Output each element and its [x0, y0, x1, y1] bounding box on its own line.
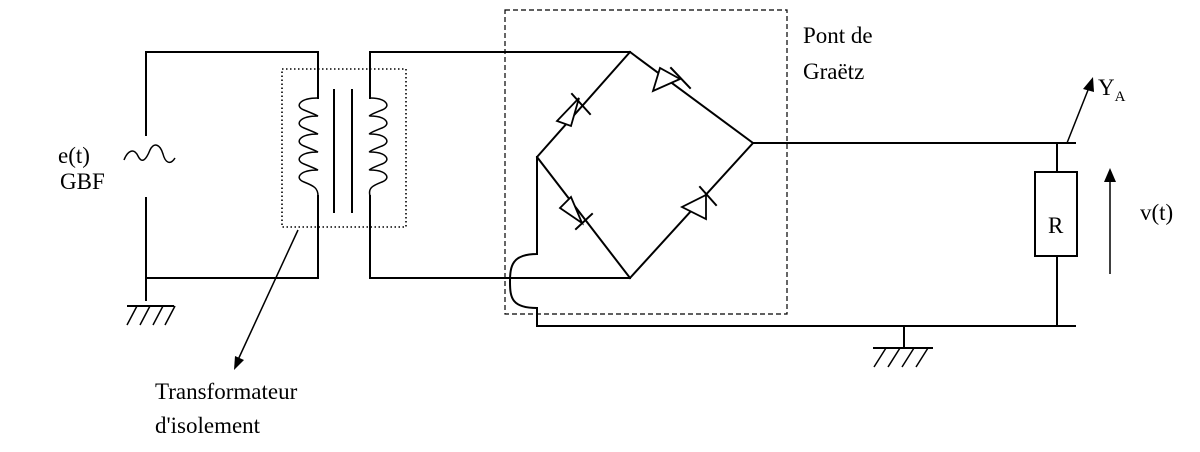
resistor-label: R — [1048, 213, 1064, 238]
primary-circuit — [123, 51, 319, 301]
transformer-dotted-box — [281, 68, 407, 228]
secondary-circuit — [369, 50, 1076, 327]
probe-label: YA — [1098, 75, 1125, 105]
primary-coil — [298, 97, 319, 197]
bridge-label-line2: Graëtz — [803, 59, 865, 84]
probe-label-main: Y — [1098, 75, 1115, 100]
diode-bottom-left — [558, 195, 594, 231]
ac-source-icon — [123, 144, 176, 164]
voltage-arrow-icon — [1104, 168, 1116, 274]
voltage-label: v(t) — [1140, 200, 1174, 225]
generator-label: GBF — [60, 169, 105, 194]
transformer-label-line2: d'isolement — [155, 413, 261, 438]
source-label: e(t) — [58, 143, 90, 168]
transformer-label-line1: Transformateur — [155, 379, 298, 404]
secondary-coil — [368, 97, 388, 197]
transformer-icon — [281, 68, 407, 228]
transformer-label-arrow — [234, 229, 299, 370]
bridge-dashed-box — [504, 9, 788, 315]
bridge-label-line1: Pont de — [803, 23, 873, 48]
diode-top-left — [555, 92, 592, 128]
resistor-icon — [1034, 142, 1078, 327]
diode-bottom-right — [679, 185, 718, 221]
probe-label-sub: A — [1114, 89, 1126, 105]
diode-top-right — [651, 66, 692, 93]
probe-arrow-icon — [1066, 77, 1094, 144]
output-ground-icon — [873, 325, 933, 368]
ground-icon — [126, 305, 176, 326]
